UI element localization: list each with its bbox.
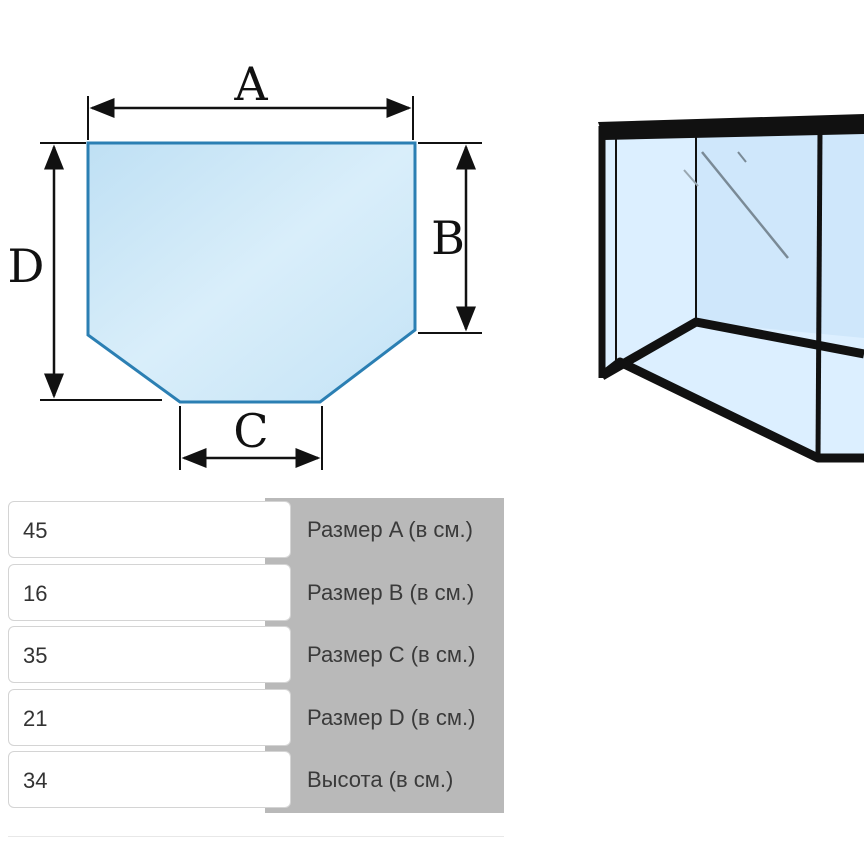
dimension-a-label: A: [233, 57, 268, 111]
size-d-label: Размер D (в см.): [307, 704, 476, 730]
dimensions-form: 45 Размер A (в см.) 16 Размер B (в см.) …: [8, 498, 504, 811]
divider: [8, 836, 504, 837]
glass-shape: [86, 141, 417, 404]
dimension-d-label: D: [8, 239, 45, 293]
field-row-c: 35 Размер C (в см.): [8, 623, 504, 686]
size-c-input[interactable]: 35: [8, 626, 291, 684]
size-a-label: Размер A (в см.): [307, 517, 473, 542]
size-c-label: Размер C (в см.): [307, 642, 476, 668]
field-row-a: 45 Размер A (в см.): [8, 498, 504, 561]
shape-diagram: A B C D: [8, 57, 482, 470]
dimension-c-label: C: [233, 404, 268, 458]
size-b-label: Размер B (в см.): [307, 579, 475, 605]
size-a-input[interactable]: 45: [8, 501, 291, 558]
aquarium-illustration: [598, 114, 864, 463]
height-input[interactable]: 34: [8, 751, 291, 809]
size-b-input[interactable]: 16: [8, 563, 291, 621]
field-row-d: 21 Размер D (в см.): [8, 686, 504, 749]
field-row-height: 34 Высота (в см.): [8, 748, 504, 811]
dimension-b-label: B: [431, 211, 465, 265]
labels-background: [265, 498, 504, 813]
height-label: Высота (в см.): [307, 767, 454, 793]
field-row-b: 16 Размер B (в см.): [8, 561, 504, 624]
size-d-input[interactable]: 21: [8, 688, 291, 746]
